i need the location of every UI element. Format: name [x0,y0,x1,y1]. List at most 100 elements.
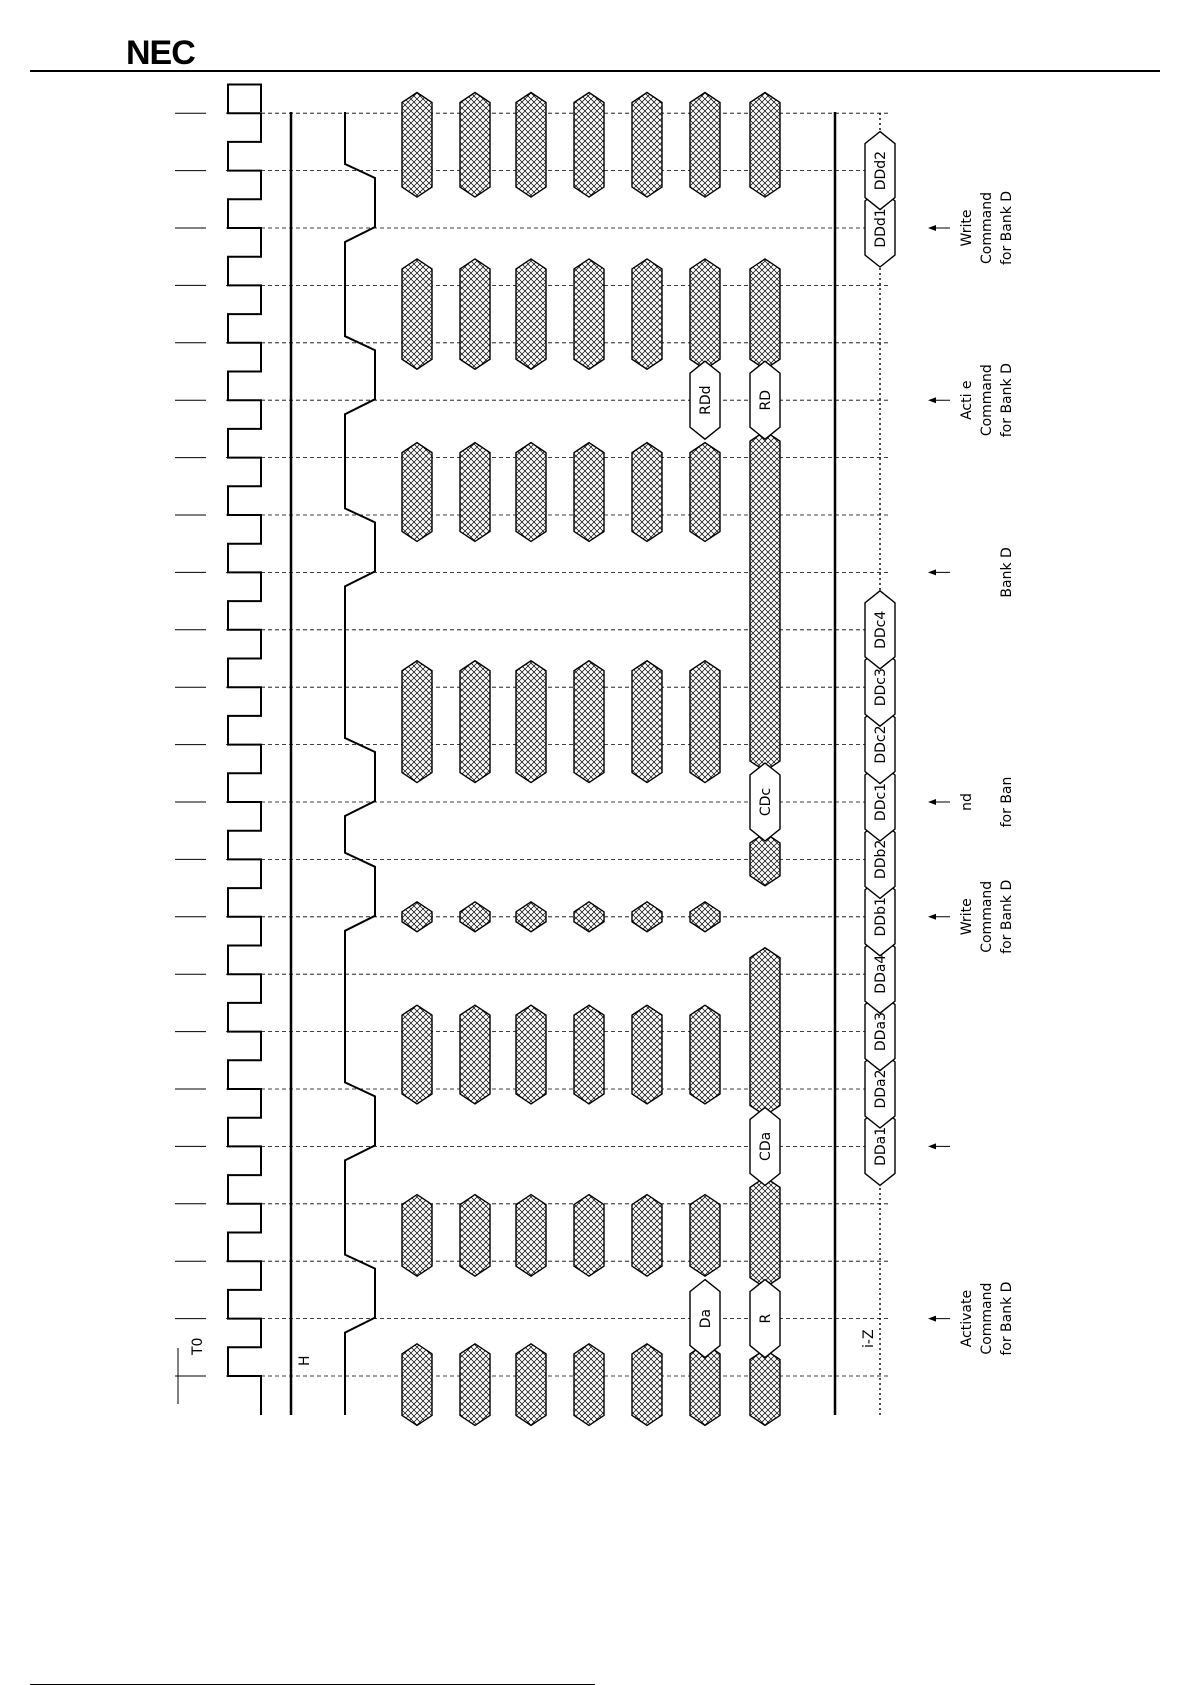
bus-a-slab [690,902,720,932]
bus-1-slab [402,661,432,783]
annotation-line: Activate [959,1290,975,1347]
bus-b-slab [750,1177,780,1287]
annotation-line: nd [959,793,975,811]
bus-5-slab [632,1005,662,1104]
bus-a-slab [690,259,720,369]
bus-3-slab [516,1005,546,1104]
cke-label: H [297,1355,313,1366]
bus-2-slab [460,93,490,198]
dq-data-label-text: DDb2 [873,840,889,879]
annotation-arrowhead [928,225,936,231]
bus-3-slab [516,443,546,542]
bus-2-slab [460,661,490,783]
annotation-arrowhead [928,1316,936,1322]
dq-data-label-text: DDa3 [873,1012,889,1051]
bus-1-slab [402,1344,432,1426]
clock-label: T0 [190,1338,206,1356]
time-ruler [175,113,206,1404]
bus-b-label-text: CDc [758,788,774,816]
annotation-line: Command [979,364,995,436]
bus-4-slab [574,902,604,932]
bus-5-slab [632,661,662,783]
bus-b-slab [750,948,780,1116]
bus-3-slab [516,661,546,783]
dq-data-label-text: DDc4 [873,611,889,649]
bus-4-slab [574,93,604,198]
bus-5-slab [632,93,662,198]
dq-bus: DDa1 DDa2 DDa3 DDa4 DDb1 DDb2 DDc1 DDc2 DDc3 DDc4… [865,112,895,1415]
bus-2-slab [460,1005,490,1104]
bus-1-slab [402,1005,432,1104]
bus-2-slab [460,1344,490,1426]
tristate-label: i-Z [861,1329,877,1348]
bus-4-slab [574,443,604,542]
bus-4-slab [574,1344,604,1426]
annotation-arrowhead [928,799,936,805]
bus-b-slab [750,1350,780,1426]
bus-b-slab [750,259,780,369]
bus-5-slab [632,902,662,932]
bus-a-label-text: RDd [698,385,714,414]
bus-5-slab [632,1195,662,1277]
bus-a-slab [690,443,720,542]
annotation-line: Write [959,210,975,247]
command-trace [345,112,375,1415]
bus-a-slab [690,661,720,783]
bus-1-slab [402,93,432,198]
annotation-arrowhead [928,569,936,575]
bus-1-slab [402,443,432,542]
bus-b-label-text: R [758,1313,774,1323]
dq-data-label-text: DDc3 [873,668,889,706]
bus-2-slab [460,259,490,369]
bus-3-slab [516,902,546,932]
bus-4-slab [574,661,604,783]
bus-3-slab [516,259,546,369]
annotation-arrowhead [928,397,936,403]
bus-b-label-text: RD [758,390,774,411]
annotation-line: Command [979,881,995,953]
bus-3-slab [516,93,546,198]
bus-4-slab [574,1195,604,1277]
bus-b-slab [750,431,780,771]
command-waveform [345,112,375,1415]
dq-data-label-text: DDa1 [873,1127,889,1166]
dq-data-label-text: DDc2 [873,726,889,764]
dq-data-label-text: DDc1 [873,783,889,821]
bus-b-slab [750,93,780,198]
dq-data-label-text: DDa4 [873,955,889,994]
dq-data-label-text: DDd2 [873,151,889,190]
address-buses: Da RDdR CDa CDc RD [402,93,835,1426]
annotation-line: Bank D [999,547,1015,597]
clock-waveform [228,85,261,1416]
annotation-line: for Ban [999,777,1015,828]
annotation-line: Command [979,192,995,264]
annotation-arrowhead [928,1143,936,1149]
bus-a-label-text: Da [698,1309,714,1328]
annotation-line: Acti e [959,380,975,419]
dq-data-label-text: DDd1 [873,208,889,247]
dq-data-label-text: DDb1 [873,897,889,936]
bus-2-slab [460,902,490,932]
dq-data-label-text: DDa2 [873,1069,889,1108]
annotation-line: Command [979,1283,995,1355]
clock-trace [228,85,261,1416]
bus-2-slab [460,443,490,542]
bus-a-slab [690,93,720,198]
bus-3-slab [516,1195,546,1277]
annotation-line: for Bank D [999,191,1015,265]
annotation-arrowhead [928,914,936,920]
bus-a-slab [690,1195,720,1277]
annotation-line: for Bank D [999,880,1015,954]
bus-4-slab [574,1005,604,1104]
gridlines [226,113,888,1376]
bus-b-label-text: CDa [758,1132,774,1161]
bus-4-slab [574,259,604,369]
bus-1-slab [402,259,432,369]
bus-5-slab [632,1344,662,1426]
annotation-line: for Bank D [999,1282,1015,1356]
annotation-line: Write [959,898,975,935]
annotation-line: for Bank D [999,363,1015,437]
bus-5-slab [632,443,662,542]
